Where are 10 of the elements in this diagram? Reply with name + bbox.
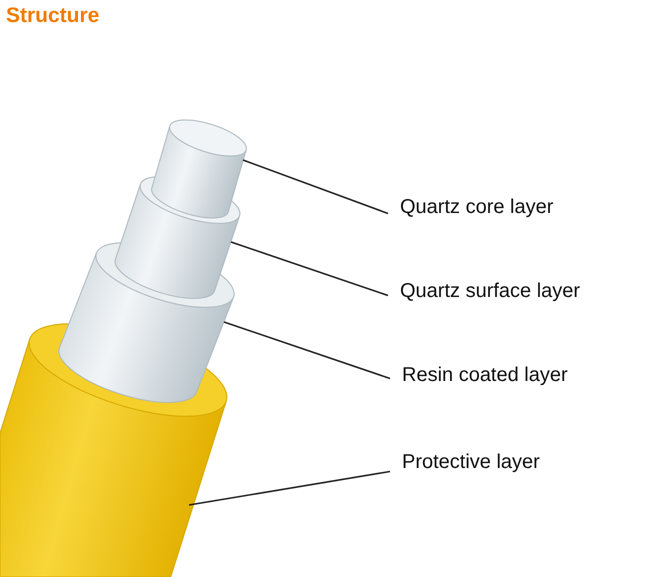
leader-line bbox=[188, 470, 390, 506]
leader-line bbox=[242, 159, 388, 214]
layer-label: Resin coated layer bbox=[402, 364, 568, 387]
layer-label: Quartz core layer bbox=[400, 196, 554, 219]
layer-label: Protective layer bbox=[402, 451, 540, 474]
layer-label: Quartz surface layer bbox=[400, 280, 580, 303]
core-cylinder bbox=[151, 120, 247, 218]
title: Structure bbox=[6, 4, 100, 28]
leader-line bbox=[230, 241, 388, 296]
leader-line bbox=[224, 321, 390, 380]
